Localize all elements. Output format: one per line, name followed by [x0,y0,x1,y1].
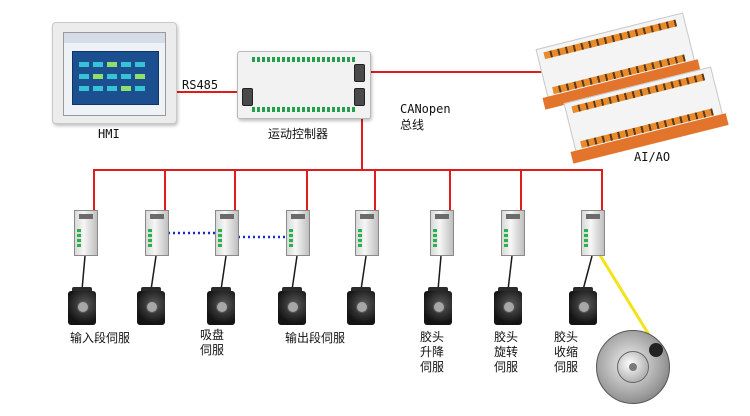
connector [354,88,365,106]
rs485-label: RS485 [182,78,219,92]
hmi-cell [107,62,117,67]
servo-motor-icon [490,287,526,327]
motor-cable-6 [437,255,442,291]
hmi-cell [79,86,89,91]
controller-label: 运动控制器 [268,127,329,141]
servo-drive-icon [581,210,605,256]
drive-terminals [218,229,222,247]
hmi-cell [107,74,117,79]
hmi-cell [135,86,145,91]
canopen-label: CANopen [400,102,451,116]
hmi-cell [93,86,103,91]
aio-label: AI/AO [634,150,671,164]
servo-motor-icon [133,287,169,327]
hmi-cell [121,86,131,91]
servo-drive-icon [355,210,379,256]
drive-top [220,214,234,219]
servo-head-rotate-label: 胶头旋转伺服 [493,330,518,374]
motor-cable-4 [291,255,298,291]
servo-drive-icon [215,210,239,256]
motor-shaft [77,301,89,313]
hmi-screen [63,32,166,116]
servo-drive-icon [501,210,525,256]
motor-cap [141,287,161,294]
motor-shaft [146,301,158,313]
motor-shaft [287,301,299,313]
hmi-cell [93,62,103,67]
hmi-cell [135,74,145,79]
servo-input-label: 输入段伺服 [70,331,131,345]
hmi-label: HMI [98,127,120,141]
drive-terminals [358,229,362,247]
drive-top [506,214,520,219]
servo-drive-icon [145,210,169,256]
motor-cap [573,287,593,294]
drive-top [291,214,305,219]
hmi-screen-header [64,33,165,43]
servo-motor-icon [420,287,456,327]
motor-cap [282,287,302,294]
terminal-row [252,107,356,112]
drive-terminals [289,229,293,247]
canopen-bus-label: 总线 [400,118,425,132]
drive-terminals [77,229,81,247]
connector [242,88,253,106]
servo-output-label: 输出段伺服 [285,331,346,345]
servo-head-retract-label: 胶头收缩伺服 [553,330,578,374]
servo-head-lift-label: 胶头升降伺服 [419,330,444,374]
drive-terminals [504,229,508,247]
drive-terminals [584,229,588,247]
encoder-connector [649,343,663,357]
drive-terminals [433,229,437,247]
drive-top [360,214,374,219]
motor-cable-8 [582,255,593,291]
servo-suction-label: 吸盘 伺服 [200,328,225,357]
servo-motor-icon [203,287,239,327]
hmi-cell [121,74,131,79]
encoder-shaft [629,363,637,371]
hmi-panel-icon [52,22,177,124]
hmi-cell [93,74,103,79]
drive-terminals [148,229,152,247]
motor-cap [428,287,448,294]
servo-motor-icon [565,287,601,327]
motor-cable-1 [81,255,86,291]
servo-drive-icon [286,210,310,256]
servo-motor-icon [274,287,310,327]
motor-shaft [578,301,590,313]
connector [354,64,365,82]
hmi-cell [79,74,89,79]
motor-shaft [216,301,228,313]
servo-motor-icon [343,287,379,327]
motor-cap [72,287,92,294]
encoder-icon [596,330,670,404]
motor-cap [351,287,371,294]
hmi-cell [121,62,131,67]
hmi-cell [79,62,89,67]
drive-top [150,214,164,219]
motor-cap [211,287,231,294]
motor-shaft [356,301,368,313]
motor-cable-5 [360,255,367,291]
servo-motor-icon [64,287,100,327]
motor-shaft [433,301,445,313]
motor-cable-7 [507,255,513,291]
servo-drive-icon [430,210,454,256]
encoder-hub [617,351,649,383]
hmi-screen-panel [72,51,159,105]
servo-drive-icon [74,210,98,256]
terminal-row [252,57,356,62]
hmi-cell [107,86,117,91]
drive-top [586,214,600,219]
drive-top [79,214,93,219]
hmi-cell [135,62,145,67]
motion-controller-icon [237,51,371,119]
drive-top [435,214,449,219]
motor-cap [498,287,518,294]
motor-shaft [503,301,515,313]
motor-cable-2 [150,255,157,291]
motor-cable-3 [220,255,227,291]
